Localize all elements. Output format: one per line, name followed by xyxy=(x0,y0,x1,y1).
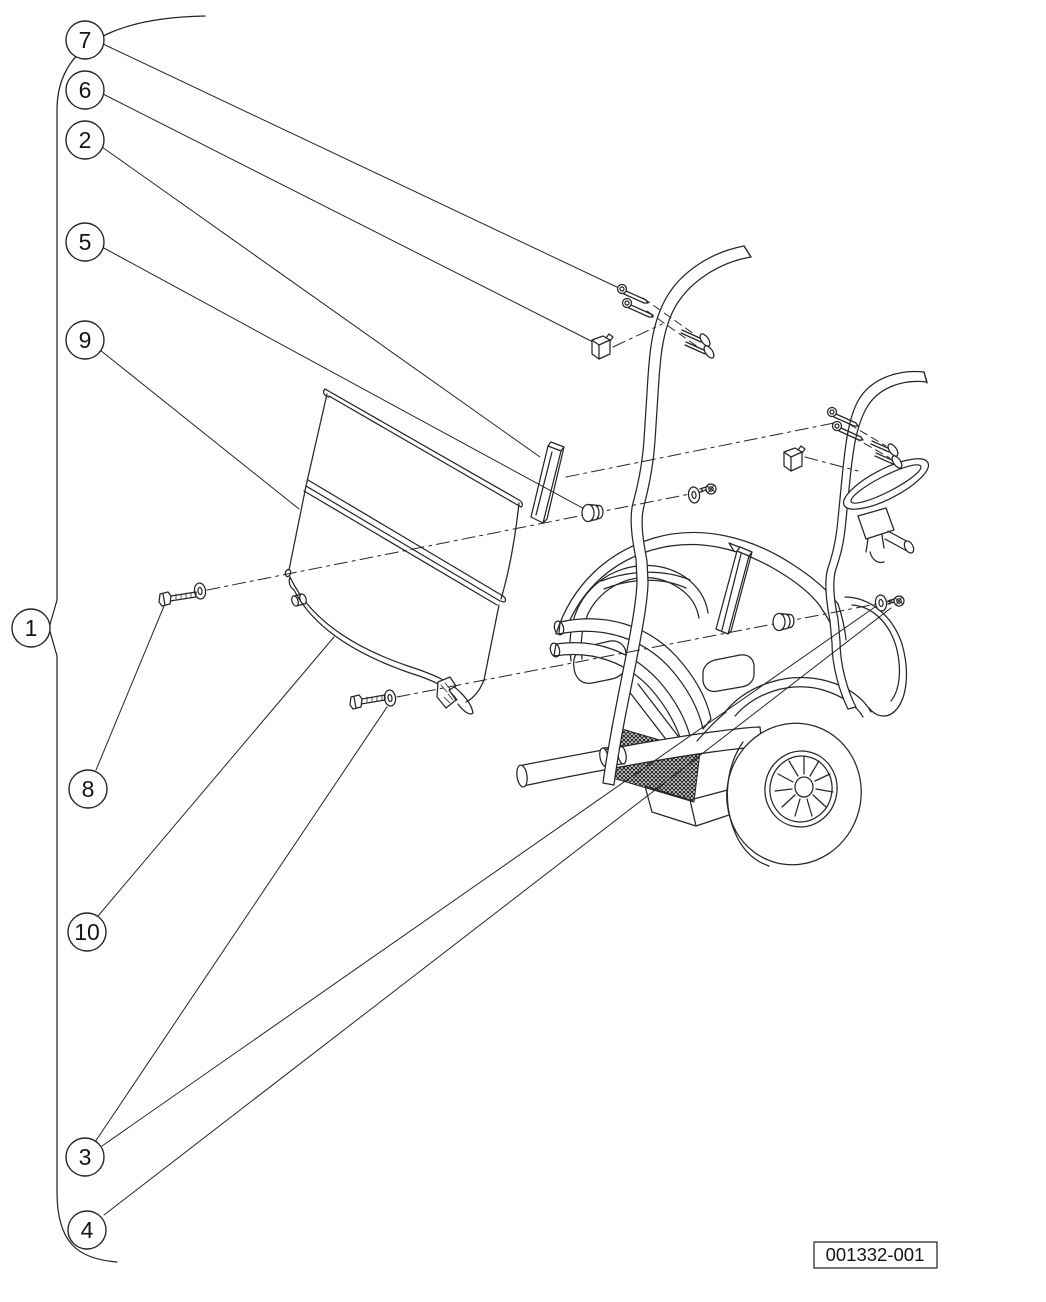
callout-5: 5 xyxy=(65,222,105,262)
side-body-fender xyxy=(844,596,908,717)
leader-6 xyxy=(102,93,594,343)
centerline-clip-left xyxy=(612,323,663,348)
svg-text:8: 8 xyxy=(82,776,95,802)
centerline-screws-right-a xyxy=(848,423,887,447)
assembly-bracket xyxy=(48,15,206,1263)
callout-balloons: 7 6 2 5 9 1 8 10 xyxy=(11,20,108,1250)
svg-text:5: 5 xyxy=(79,229,92,255)
washer-3 xyxy=(687,486,701,504)
callout-2: 2 xyxy=(65,120,105,160)
svg-text:1: 1 xyxy=(25,615,38,641)
leader-2 xyxy=(101,146,541,458)
screw-pair-right xyxy=(826,406,864,441)
screw-pair-left xyxy=(616,283,654,318)
svg-text:10: 10 xyxy=(74,919,100,945)
svg-text:2: 2 xyxy=(79,127,92,153)
clip-nut-right xyxy=(783,445,806,472)
grommet-right xyxy=(772,612,795,632)
washer-4 xyxy=(874,594,888,612)
steering-wheel xyxy=(842,458,930,564)
left-roof-strut xyxy=(602,245,752,786)
pan-screw-right xyxy=(887,595,905,607)
right-roof-strut xyxy=(825,370,928,710)
leader-lines xyxy=(94,43,892,1216)
pan-screw-left xyxy=(699,483,717,495)
centerline-screws-left-a xyxy=(642,297,695,335)
fasteners xyxy=(158,283,905,710)
leader-10 xyxy=(97,636,335,917)
leader-8 xyxy=(95,605,165,771)
centerline-bottom xyxy=(396,600,893,698)
svg-text:6: 6 xyxy=(79,77,92,103)
wheel-spokes xyxy=(774,756,834,817)
under-frame xyxy=(644,785,739,827)
callout-6: 6 xyxy=(65,70,105,110)
centerline-clip-right xyxy=(804,456,859,472)
windshield-hinge xyxy=(303,479,507,606)
windshield xyxy=(284,388,523,715)
hex-bolt-left xyxy=(158,591,197,607)
windshield-lower-bracket xyxy=(436,676,457,709)
leader-5 xyxy=(101,246,589,512)
part-number-text: 001332-001 xyxy=(826,1244,925,1265)
leader-3a xyxy=(94,706,388,1143)
grommet-left xyxy=(581,503,604,523)
centerline-strip xyxy=(565,422,835,478)
hood-cowl xyxy=(555,531,847,693)
svg-text:9: 9 xyxy=(79,327,92,353)
svg-text:3: 3 xyxy=(79,1144,92,1170)
leader-7 xyxy=(102,43,622,290)
callout-1: 1 xyxy=(11,608,51,648)
callout-3: 3 xyxy=(65,1137,105,1177)
front-wheel xyxy=(726,722,862,867)
leader-3b xyxy=(101,606,876,1147)
hex-bolt-bottom xyxy=(349,694,386,710)
callout-9: 9 xyxy=(65,320,105,360)
callout-7: 7 xyxy=(65,20,105,60)
golf-cart-drawing xyxy=(284,245,930,867)
svg-text:4: 4 xyxy=(81,1217,94,1243)
centerline-screws-left-b xyxy=(646,310,699,348)
flathead-screws-right xyxy=(870,440,903,469)
leader-4 xyxy=(103,607,892,1216)
callout-10: 10 xyxy=(67,912,107,952)
windshield-top-rail xyxy=(323,388,523,508)
leader-9 xyxy=(99,349,300,510)
windshield-spacer xyxy=(291,593,307,607)
retainer-strip-installed xyxy=(715,542,753,635)
callout-8: 8 xyxy=(68,769,108,809)
clip-nut-left xyxy=(591,333,614,360)
centerline-left xyxy=(206,491,701,591)
part-number-box: 001332-001 xyxy=(813,1241,938,1269)
flathead-screws-left xyxy=(680,329,715,359)
svg-text:7: 7 xyxy=(79,27,92,53)
callout-4: 4 xyxy=(67,1210,107,1250)
